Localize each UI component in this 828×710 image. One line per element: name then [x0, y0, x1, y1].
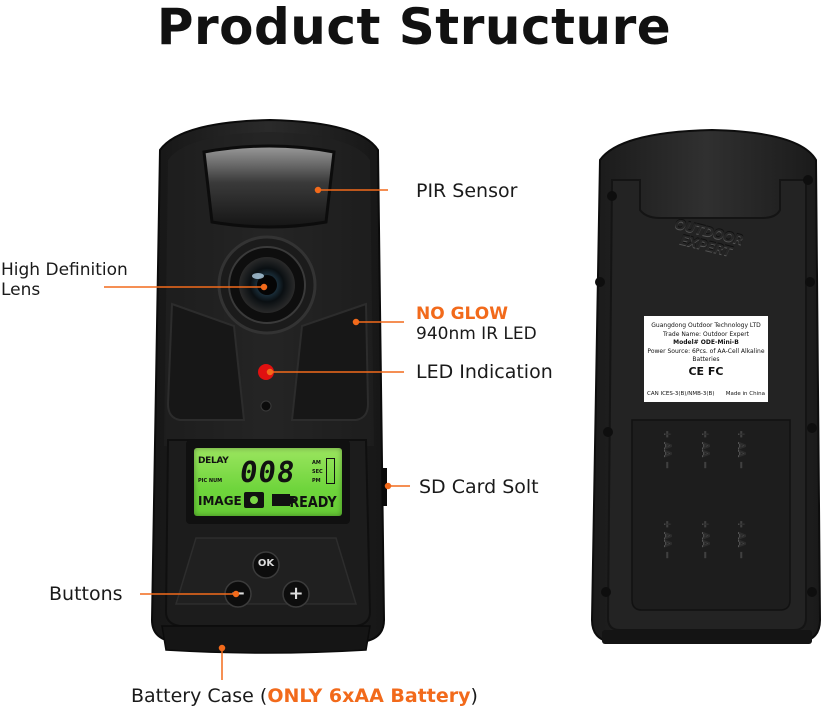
label-power: Power Source: 6Pcs. of AA-Cell Alkaline …: [647, 347, 765, 364]
lens: [217, 235, 317, 335]
label-certs: CE FC: [688, 364, 724, 378]
battery-case-label: Battery Case (ONLY 6xAA Battery): [131, 685, 478, 707]
buttons-label: Buttons: [49, 583, 123, 605]
battery-case-highlight: ONLY 6xAA Battery: [267, 685, 471, 707]
led-indication-label: LED Indication: [416, 361, 553, 383]
back-camera: [590, 128, 822, 644]
pir-sensor-window: [202, 144, 336, 229]
lens-label-line1: High Definition: [1, 260, 128, 280]
sd-card-slot: [382, 468, 387, 506]
video-camera-icon: [272, 494, 296, 506]
page-title: Product Structure: [156, 0, 672, 56]
label-company: Guangdong Outdoor Technology LTD: [651, 322, 761, 329]
no-glow-label: NO GLOW: [416, 304, 508, 324]
lcd-sec: SEC: [312, 469, 323, 475]
camera-icon: [244, 492, 264, 508]
ir-led-panel-left: [166, 302, 246, 421]
lcd-pic-num: PIC NUM: [198, 478, 223, 484]
aa-mark: + AA −: [662, 520, 673, 560]
ir-led-panel-right: [290, 302, 370, 421]
plus-button-shape: [282, 580, 310, 608]
plus-button-label: +: [288, 583, 304, 604]
battery-case-suffix: ): [470, 685, 478, 707]
lcd-image-label: IMAGE :: [198, 494, 251, 508]
aa-mark: + AA −: [736, 430, 747, 470]
label-model: Model# ODE-Mini-B: [673, 339, 739, 346]
aa-mark: + AA −: [736, 520, 747, 560]
label-trade-name: Trade Name: Outdoor Expert: [662, 330, 750, 338]
lcd-pm: PM: [312, 478, 321, 484]
ok-button-shape: [252, 551, 280, 579]
aa-mark: + AA −: [700, 430, 711, 470]
lcd-screen: DELAY PIC NUM 008 AM SEC PM IMAGE : READ…: [194, 448, 342, 516]
label-ices: CAN ICES-3(B)/NMB-3(B): [647, 390, 715, 397]
ir-led-label: 940nm IR LED: [416, 324, 537, 344]
aa-mark: + AA −: [700, 520, 711, 560]
lcd-ready: READY: [289, 493, 337, 511]
ok-button-label: OK: [257, 558, 275, 569]
battery-case-prefix: Battery Case (: [131, 685, 268, 707]
battery-case: [161, 625, 371, 654]
label-made-in: Made in China: [725, 390, 765, 397]
lcd-delay-label: DELAY: [198, 456, 229, 466]
lens-label-line2: Lens: [1, 280, 41, 300]
lcd-am: AM: [312, 460, 321, 466]
led-indicator: [258, 364, 274, 380]
lcd-battery-icon: [326, 458, 335, 484]
pir-sensor-label: PIR Sensor: [416, 180, 518, 202]
rating-label-plate: Guangdong Outdoor Technology LTD Trade N…: [644, 316, 768, 402]
sd-card-label: SD Card Solt: [419, 476, 539, 498]
aa-mark: + AA −: [662, 430, 673, 470]
